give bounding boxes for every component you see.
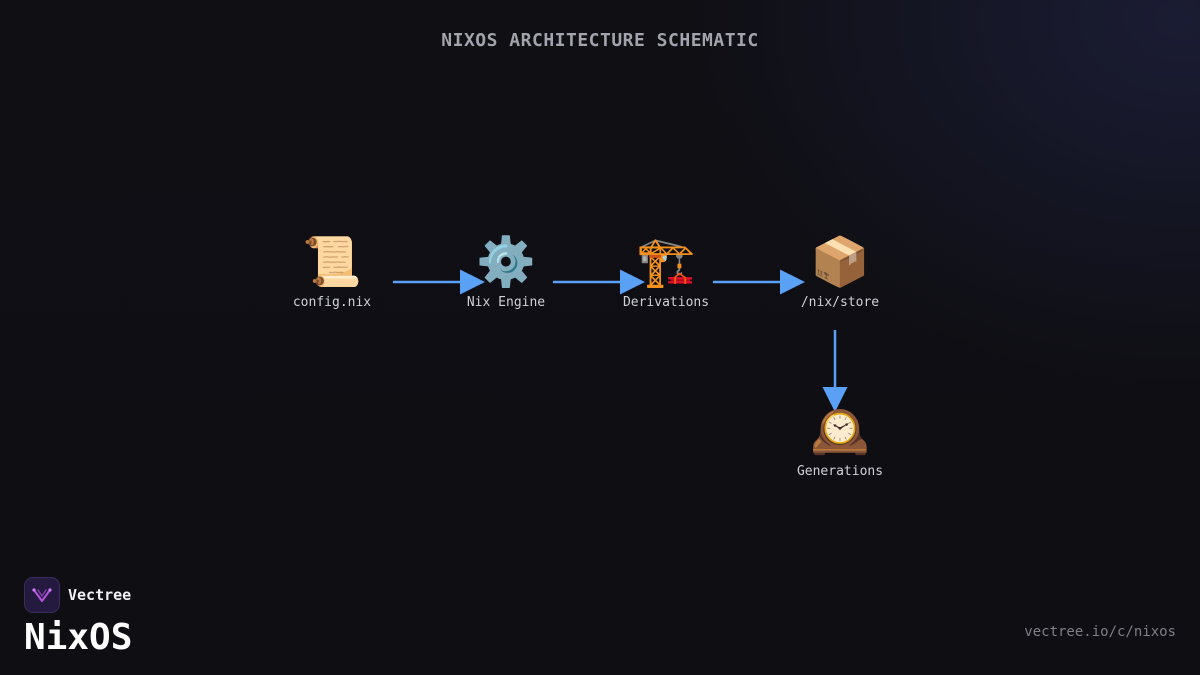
node-label: /nix/store xyxy=(800,295,880,310)
node-label: config.nix xyxy=(292,295,372,310)
logo-mark xyxy=(32,588,52,602)
brand-name: Vectree xyxy=(68,586,132,604)
brand-row: Vectree xyxy=(24,577,132,613)
vectree-logo-icon xyxy=(24,577,60,613)
node-store: 📦 /nix/store xyxy=(770,233,910,310)
node-engine: ⚙️ Nix Engine xyxy=(436,233,576,310)
node-label: Derivations xyxy=(622,295,710,310)
brand-block: Vectree NixOS xyxy=(24,577,132,659)
node-generations: 🕰️ Generations xyxy=(770,402,910,479)
package-icon: 📦 xyxy=(810,234,870,290)
product-name: NixOS xyxy=(24,617,133,658)
clock-icon: 🕰️ xyxy=(810,403,870,459)
diagram-title: NIXOS ARCHITECTURE SCHEMATIC xyxy=(441,30,759,51)
course-url[interactable]: vectree.io/c/nixos xyxy=(1024,624,1176,640)
node-label: Nix Engine xyxy=(466,295,546,310)
scroll-icon: 📜 xyxy=(302,234,362,290)
node-config: 📜 config.nix xyxy=(262,233,402,310)
gear-icon: ⚙️ xyxy=(476,234,536,290)
node-label: Generations xyxy=(796,464,884,479)
crane-icon: 🏗️ xyxy=(636,234,696,290)
node-derivations: 🏗️ Derivations xyxy=(596,233,736,310)
